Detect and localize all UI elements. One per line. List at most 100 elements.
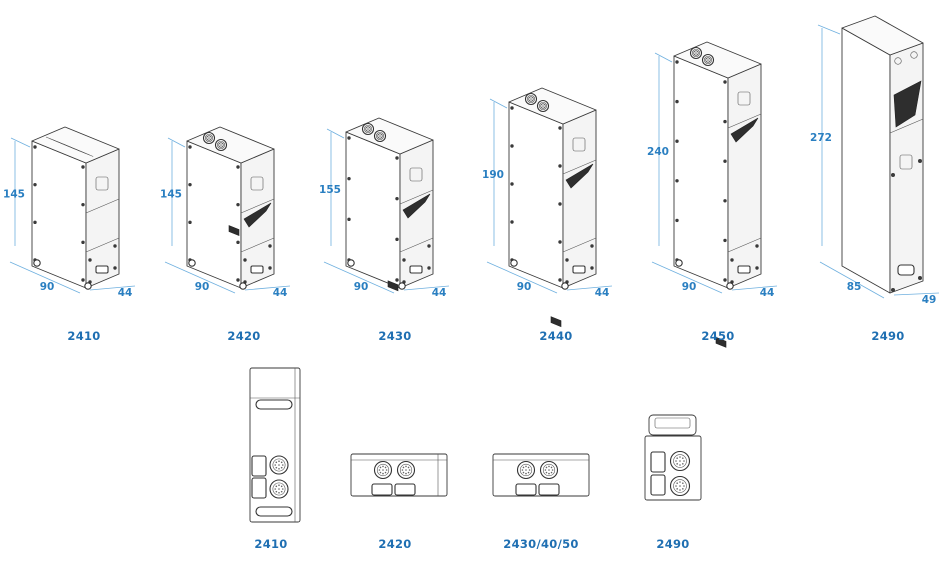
connector-pin: [379, 135, 381, 137]
screw-icon: [730, 258, 734, 262]
connector-pin: [527, 471, 530, 474]
screw-icon: [723, 119, 727, 124]
end-view-2420: 2420: [350, 453, 448, 551]
connector-pin: [368, 126, 371, 129]
connector-pin: [278, 460, 280, 463]
model-label-2430-40-50-end: 2430/40/50: [503, 537, 578, 551]
window-icon: [730, 117, 759, 143]
connector-pin: [206, 138, 209, 141]
brand-logo-icon: [250, 176, 264, 191]
connector-pin: [682, 488, 684, 490]
round-connector-icon: [689, 46, 703, 60]
connector-pin: [278, 484, 280, 487]
foot-icon: [510, 259, 518, 267]
connector-pin: [539, 105, 542, 107]
screw-icon: [755, 266, 759, 270]
enclosure-long-face: [673, 55, 729, 289]
screw-icon: [558, 164, 562, 168]
screw-icon: [81, 202, 85, 207]
status-led-panel: [387, 280, 399, 292]
depth-value: 44: [273, 287, 288, 299]
connector-pin: [540, 103, 543, 106]
round-connector-icon: [202, 131, 216, 145]
foot-icon: [347, 259, 355, 267]
round-connector-icon: [536, 99, 550, 113]
connector-pin: [367, 125, 369, 128]
connector-pin: [696, 50, 699, 53]
connector-pin: [543, 103, 546, 106]
foot-icon: [398, 282, 406, 290]
brand-logo-icon: [572, 137, 586, 152]
heatsink-fin: [71, 147, 94, 157]
depth-value: 44: [760, 287, 775, 299]
screw-icon: [88, 258, 92, 262]
connector-pin: [540, 106, 543, 109]
led-panel-icon: [394, 483, 416, 496]
connector-pin: [704, 59, 707, 61]
width-value: 90: [195, 281, 210, 293]
connector-pin: [530, 98, 532, 100]
connector-pin: [545, 466, 548, 469]
round-connector-icon: [669, 475, 691, 497]
round-connector-icon: [214, 138, 228, 152]
connector-pin: [376, 135, 379, 137]
top-handle: [648, 414, 697, 436]
screw-icon: [347, 176, 351, 181]
connector-pin: [697, 52, 700, 54]
status-led-panel: [550, 316, 562, 328]
round-connector-icon: [373, 460, 393, 480]
connector-pin: [550, 466, 553, 469]
screw-icon: [565, 258, 569, 262]
connector-face: [272, 482, 286, 496]
connector-pin: [405, 469, 407, 471]
mount-slot-icon: [255, 506, 293, 517]
round-connector-icon: [396, 460, 416, 480]
panel-seam: [889, 118, 924, 134]
foot-icon: [675, 259, 683, 267]
depth-value: 49: [922, 294, 937, 306]
foot-icon: [188, 259, 196, 267]
screw-icon: [81, 165, 85, 169]
enclosure-outline: [249, 367, 301, 523]
foot-icon: [33, 259, 41, 267]
width-dimension-line: [9, 261, 81, 294]
connector-pin: [692, 52, 695, 54]
screw-icon: [723, 278, 727, 282]
connector-pin: [384, 471, 387, 474]
label-plate-icon: [650, 451, 666, 473]
model-label-2410-end: 2410: [254, 537, 287, 551]
connector-face: [526, 94, 536, 104]
connector-pin: [208, 137, 210, 139]
screw-icon: [590, 266, 594, 270]
connector-pin: [551, 469, 554, 471]
connector-pin: [218, 145, 221, 148]
foot-icon: [726, 282, 734, 290]
round-connector-icon: [269, 455, 289, 475]
window-icon: [402, 193, 431, 219]
connector-pin: [275, 466, 278, 469]
mount-hole-icon: [910, 51, 918, 59]
extension-line: [326, 128, 345, 139]
connector-pin: [278, 488, 280, 490]
width-value: 90: [517, 281, 532, 293]
enclosure-long-face: [186, 140, 242, 289]
connector-pin: [705, 57, 708, 60]
connector-pin: [220, 141, 222, 144]
connector-pin: [679, 456, 681, 458]
connector-pin: [682, 482, 684, 484]
connector-pin: [377, 136, 380, 139]
connector-pin: [380, 136, 383, 139]
foot-icon: [84, 282, 92, 290]
width-value: 85: [847, 281, 862, 293]
screw-icon: [236, 165, 240, 169]
extension-line: [10, 137, 31, 148]
connector-pin: [676, 482, 678, 484]
foot-icon: [239, 282, 247, 290]
connector-face: [399, 463, 413, 477]
screw-icon: [188, 145, 192, 149]
connector-pin: [368, 129, 371, 132]
